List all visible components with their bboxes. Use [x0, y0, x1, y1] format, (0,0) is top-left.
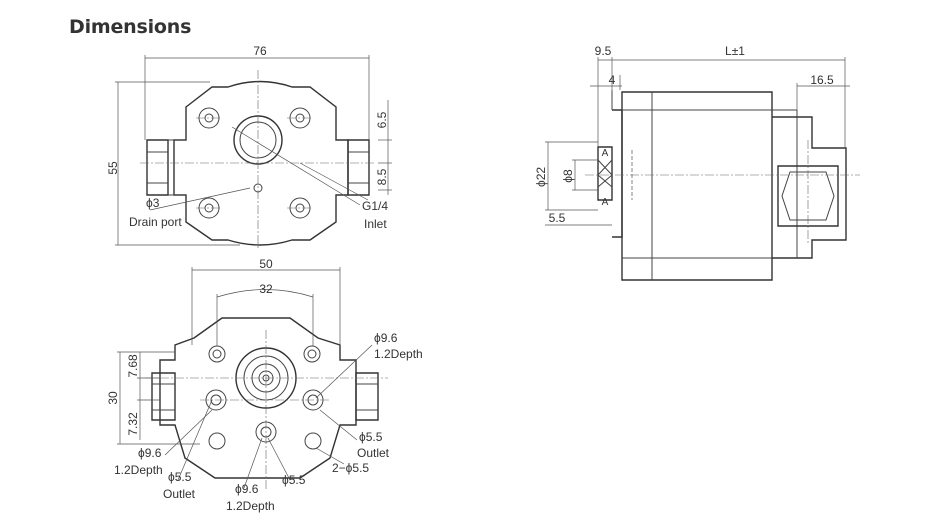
bottom-width-dim: 50	[259, 257, 273, 271]
flat-dim: 5.5	[549, 211, 566, 225]
shaft-len-dim: 4	[609, 73, 616, 87]
body-dia-dim: ϕ22	[534, 167, 548, 187]
right-outlet-dia-label: ϕ5.5	[359, 430, 383, 444]
left-dia-label: ϕ9.6	[138, 446, 162, 460]
bottom-view: 50 32 7.68 30 7.32 ϕ9.6 1.2Depth ϕ5.5 Ou…	[106, 257, 423, 513]
side-view: 9.5 L±1 4 16.5 ϕ22 ϕ8 5.5 A A	[534, 44, 860, 281]
inlet-label: Inlet	[364, 217, 387, 231]
left-outlet-dia-label: ϕ5.5	[168, 470, 192, 484]
drain-port-label: Drain port	[129, 215, 182, 229]
section-mark-top: A	[602, 148, 609, 159]
center-depth-label: 1.2Depth	[226, 499, 275, 513]
bottom-left-bottom-dim: 7.32	[126, 412, 140, 436]
page-title: Dimensions	[69, 16, 192, 38]
right-outlet-label: Outlet	[357, 446, 390, 460]
bottom-left-top-dim: 7.68	[126, 354, 140, 378]
center-dia-label: ϕ9.6	[235, 482, 259, 496]
bolt-spacing-dim: 32	[259, 282, 273, 296]
top-right-dia-label: ϕ9.6	[374, 331, 398, 345]
drain-dia-label: ϕ3	[146, 196, 160, 210]
mount-holes-label: 2−ϕ5.5	[332, 461, 369, 475]
left-outlet-label: Outlet	[163, 487, 196, 501]
left-depth-label: 1.2Depth	[114, 463, 163, 477]
shaft-dia-dim: ϕ8	[561, 169, 575, 183]
bottom-height-dim: 30	[106, 391, 120, 405]
length-dim: L±1	[725, 44, 745, 58]
inlet-thread-label: G1/4	[362, 199, 388, 213]
front-view: 76 55 6.5 8.5 ϕ3 Drain port G1/4 Inlet	[106, 44, 392, 250]
flange-len-dim: 9.5	[595, 44, 612, 58]
front-right-bottom-dim: 8.5	[375, 168, 389, 185]
center-outlet-dia-label: ϕ5.5	[282, 473, 306, 487]
front-height-dim: 55	[106, 161, 120, 175]
top-right-depth-label: 1.2Depth	[374, 347, 423, 361]
section-mark-bottom: A	[602, 197, 609, 208]
end-len-dim: 16.5	[810, 73, 834, 87]
front-width-dim: 76	[253, 44, 267, 58]
front-right-top-dim: 6.5	[375, 111, 389, 128]
